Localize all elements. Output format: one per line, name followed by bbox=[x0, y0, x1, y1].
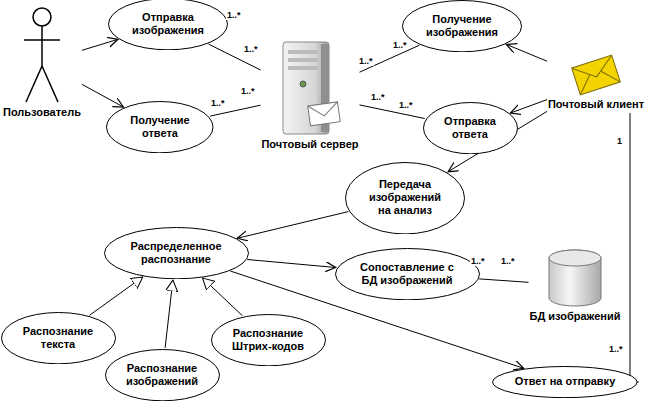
node-label: Получение ответа bbox=[125, 114, 195, 140]
multiplicity-label: 1..* bbox=[608, 344, 624, 354]
multiplicity-label: 1 bbox=[616, 136, 623, 146]
association-line bbox=[237, 212, 348, 239]
database: БД изображений bbox=[529, 248, 620, 323]
node-label: Ответ на отправку bbox=[515, 375, 616, 388]
use-case-ellipse: Распознание текста bbox=[1, 312, 116, 364]
use-case-ellipse: Получение изображения bbox=[402, 0, 522, 52]
mail-server: Почтовый сервер bbox=[261, 38, 358, 151]
association-line bbox=[506, 44, 547, 61]
use-case-ellipse: Распознание Штрих-кодов bbox=[211, 314, 326, 366]
use-case-ellipse: Получение ответа bbox=[106, 101, 214, 153]
use-case-ellipse: Передача изображений на анализ bbox=[345, 162, 465, 234]
node-label: Почтовый сервер bbox=[261, 138, 358, 151]
multiplicity-label: 1..* bbox=[358, 56, 374, 66]
node-label: Пользователь bbox=[3, 106, 81, 119]
association-line bbox=[630, 113, 639, 382]
association-line bbox=[209, 44, 261, 70]
actor: Пользователь bbox=[3, 6, 81, 119]
node-label: Отправка изображения bbox=[128, 11, 208, 37]
generalization-arrow bbox=[203, 278, 243, 316]
mail-client: Почтовый клиент bbox=[548, 52, 644, 111]
node-label: Распределенное распознание bbox=[126, 240, 226, 266]
association-line bbox=[360, 105, 425, 119]
node-label: Распознание Штрих-кодов bbox=[230, 327, 306, 353]
association-line bbox=[479, 279, 528, 282]
multiplicity-label: 1..* bbox=[210, 98, 226, 108]
generalization-arrow bbox=[90, 277, 143, 315]
multiplicity-label: 1..* bbox=[243, 44, 259, 54]
mail-client-icon bbox=[570, 52, 622, 98]
use-case-ellipse: Отправка ответа bbox=[423, 102, 518, 154]
actor-figure bbox=[22, 6, 62, 106]
multiplicity-label: 1..* bbox=[500, 256, 516, 266]
multiplicity-label: 1..* bbox=[398, 100, 414, 110]
association-line bbox=[247, 260, 335, 268]
node-label: Почтовый клиент bbox=[548, 98, 644, 111]
node-label: БД изображений bbox=[529, 310, 620, 323]
multiplicity-label: 1..* bbox=[370, 92, 386, 102]
multiplicity-label: 1..* bbox=[470, 256, 486, 266]
use-case-ellipse: Отправка изображения bbox=[108, 0, 228, 50]
node-label: Отправка ответа bbox=[440, 115, 500, 141]
generalization-arrow bbox=[165, 280, 173, 348]
node-label: Распознание изображений bbox=[124, 362, 200, 388]
server-icon bbox=[277, 38, 343, 138]
use-case-ellipse: Распознание изображений bbox=[105, 349, 220, 401]
multiplicity-label: 1..* bbox=[226, 10, 242, 20]
multiplicity-label: 1..* bbox=[392, 40, 408, 50]
use-case-ellipse: Сопоставление с БД изображений bbox=[335, 248, 480, 300]
node-label: Получение изображения bbox=[422, 13, 502, 39]
node-label: Передача изображений на анализ bbox=[365, 178, 445, 217]
node-label: Сопоставление с БД изображений bbox=[357, 261, 457, 287]
use-case-ellipse: Ответ на отправку bbox=[492, 366, 638, 398]
association-line bbox=[82, 39, 118, 50]
database-cylinder bbox=[546, 248, 604, 310]
multiplicity-label: 1..* bbox=[240, 86, 256, 96]
association-line bbox=[82, 84, 124, 107]
node-label: Распознание текста bbox=[20, 325, 96, 351]
association-line bbox=[510, 100, 547, 114]
use-case-ellipse: Распределенное распознание bbox=[104, 227, 249, 279]
